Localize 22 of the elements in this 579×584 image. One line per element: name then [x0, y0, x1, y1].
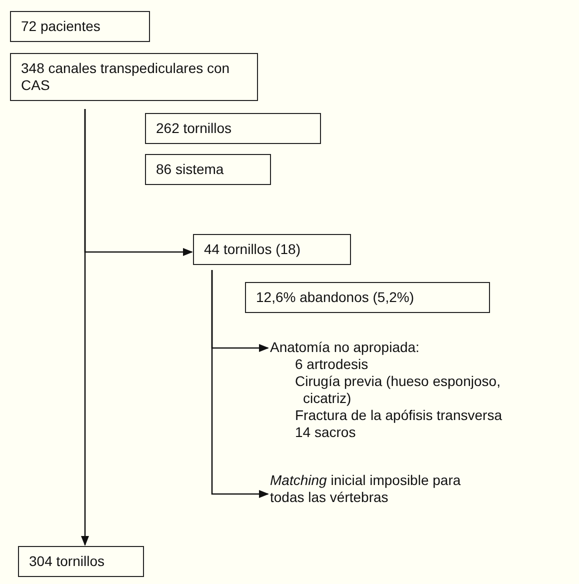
box-label: 262 tornillos: [156, 120, 232, 137]
box-label: 44 tornillos (18): [204, 241, 302, 258]
list-item: Fractura de la apófisis transversa: [294, 407, 503, 424]
arrow: [211, 270, 269, 498]
process-box: [145, 154, 271, 185]
list-heading: Anatomía no apropiada:: [270, 339, 420, 356]
process-box: [10, 53, 258, 101]
list-item: Cirugía previa (hueso esponjoso, cicatriz): [294, 373, 502, 407]
arrow: [84, 109, 193, 256]
list-item: 14 sacros: [294, 424, 357, 441]
process-box: [193, 234, 351, 265]
process-box: [145, 113, 321, 144]
process-box: [245, 282, 490, 313]
process-box: [10, 11, 150, 42]
list-item: 6 artrodesis: [294, 356, 370, 373]
box-label: 348 canales transpediculares con CAS: [21, 60, 231, 94]
note-text: Matching inicial imposible para todas las vértebras: [270, 472, 462, 506]
box-label: 86 sistema: [156, 161, 225, 178]
box-label: 72 pacientes: [21, 18, 102, 35]
process-box: [18, 546, 144, 577]
box-label: 12,6% abandonos (5,2%): [256, 289, 415, 306]
box-label: 304 tornillos: [29, 553, 106, 570]
